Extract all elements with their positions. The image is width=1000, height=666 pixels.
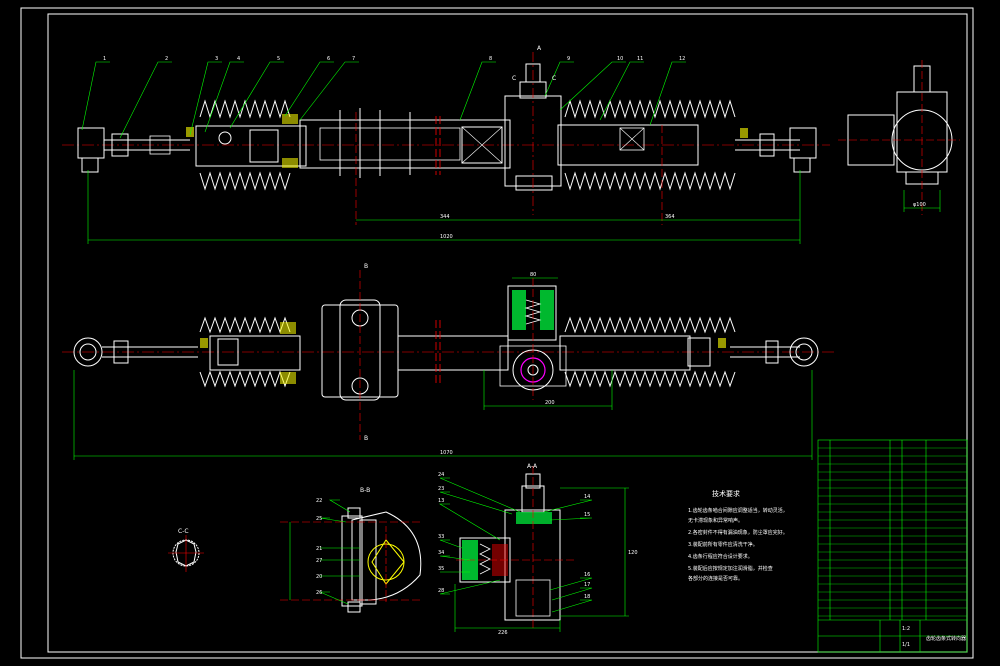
- aa-part-17: 17: [584, 582, 590, 588]
- part-7: 7: [352, 56, 355, 62]
- part-10: 10: [617, 56, 623, 62]
- bb-part-21: 21: [316, 546, 322, 552]
- dim-1020: 1020: [440, 234, 453, 240]
- bb-part-27: 27: [316, 558, 322, 564]
- tech-req-line: 5.装配后应按规定加注润滑脂，并检查: [688, 565, 773, 572]
- dim-344: 344: [440, 214, 450, 220]
- dim-200: 200: [545, 400, 555, 406]
- parts-list-rows: [818, 447, 967, 617]
- aa-part-23: 23: [438, 486, 444, 492]
- side-view: [838, 60, 960, 215]
- dim-phi100: φ100: [913, 202, 926, 208]
- aa-part-18: 18: [584, 594, 590, 600]
- dim-364: 364: [665, 214, 675, 220]
- dim-120: 120: [628, 550, 638, 556]
- top-part-numbers: 1 2 3 4 5 6 7 8 9 10 11 12: [103, 56, 685, 62]
- part-11: 11: [637, 56, 643, 62]
- tech-req-line: 各部分的连接是否可靠。: [688, 575, 743, 582]
- section-mark-b-bottom: B: [364, 435, 368, 442]
- aa-part-28: 28: [438, 588, 444, 594]
- section-cc-title: C-C: [178, 528, 189, 535]
- part-6: 6: [327, 56, 330, 62]
- tech-req-title: 技术要求: [712, 489, 740, 498]
- part-3: 3: [215, 56, 218, 62]
- tech-req-line: 1.齿轮齿条啮合间隙应调整适当，转动灵活，: [688, 507, 788, 514]
- bb-part-25: 25: [316, 516, 322, 522]
- dim-80: 80: [530, 272, 536, 278]
- part-5: 5: [277, 56, 280, 62]
- bb-leaders: [319, 499, 360, 605]
- section-aa-view: [454, 466, 629, 632]
- part-8: 8: [489, 56, 492, 62]
- section-aa-title: A-A: [527, 463, 538, 470]
- middle-dimensions: [73, 277, 813, 460]
- top-leaders: [81, 61, 686, 139]
- aa-part-15: 15: [584, 512, 590, 518]
- tech-req-line: 无卡滞现象和异常响声。: [688, 517, 743, 524]
- bb-part-22: 22: [316, 498, 322, 504]
- part-12: 12: [679, 56, 685, 62]
- title-drawing-name: 齿轮齿条式转向器: [926, 635, 966, 642]
- bb-part-20: 20: [316, 574, 322, 580]
- section-bb-title: B-B: [360, 487, 370, 494]
- aa-part-14: 14: [584, 494, 590, 500]
- section-mark-a: A: [537, 45, 542, 52]
- section-mark-c-left: C: [512, 75, 516, 82]
- tech-req-line: 3.装配前所有零件应清洗干净。: [688, 541, 758, 548]
- aa-part-34: 34: [438, 550, 444, 556]
- aa-part-13: 13: [438, 498, 444, 504]
- aa-leaders: [438, 477, 593, 613]
- aa-part-16: 16: [584, 572, 590, 578]
- title-sheet: 1/1: [902, 642, 910, 648]
- part-4: 4: [237, 56, 240, 62]
- inner-border: [47, 13, 968, 653]
- part-2: 2: [165, 56, 168, 62]
- section-mark-b-top: B: [364, 263, 368, 270]
- middle-view: [62, 270, 835, 440]
- section-cc-view: [168, 535, 204, 572]
- tech-req-line: 4.齿条行程应符合设计要求。: [688, 553, 753, 560]
- aa-part-33: 33: [438, 534, 444, 540]
- parts-list-table: [817, 439, 968, 653]
- top-dimensions: [87, 170, 801, 244]
- dim-226: 226: [498, 630, 508, 636]
- tech-req-lines: 1.齿轮齿条啮合间隙应调整适当，转动灵活， 无卡滞现象和异常响声。 2.各密封件…: [688, 507, 788, 582]
- aa-part-24: 24: [438, 472, 444, 478]
- tech-req-line: 2.各密封件不得有漏油现象，防尘罩应完好。: [688, 529, 788, 536]
- dim-1070: 1070: [440, 450, 453, 456]
- section-bb-view: [280, 507, 422, 613]
- aa-part-35: 35: [438, 566, 444, 572]
- section-mark-c-right: C: [552, 75, 556, 82]
- part-9: 9: [567, 56, 570, 62]
- top-view: [62, 52, 830, 225]
- part-1: 1: [103, 56, 106, 62]
- title-scale: 1:2: [902, 626, 910, 632]
- aa-part-numbers: 24 23 13 33 34 35 28 14 15 16 17 18: [438, 472, 590, 600]
- bb-part-26: 26: [316, 590, 322, 596]
- outer-border: [20, 7, 974, 659]
- bb-part-numbers: 22 25 21 27 20 26: [316, 498, 322, 596]
